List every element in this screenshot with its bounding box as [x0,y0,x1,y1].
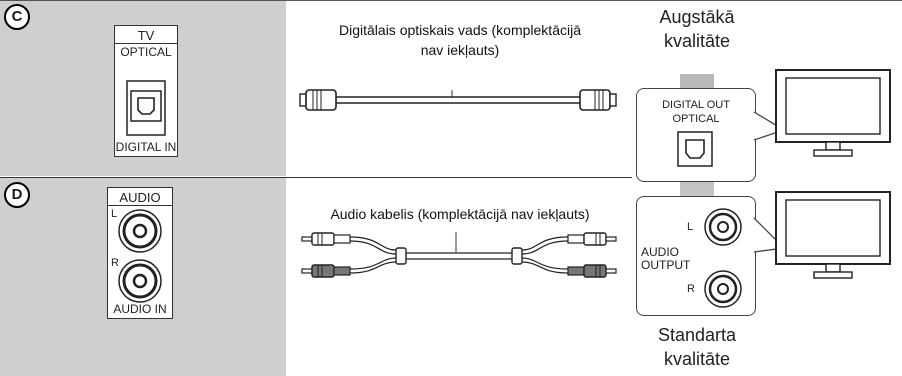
optical-cable-caption-line1: Digitālais optiskais vads (komplektācijā [339,22,581,38]
audio-cable-caption: Audio kabelis (komplektācijā nav iekļaut… [330,206,590,222]
standard-quality-label-line2: kvalitāte [663,349,731,369]
audio-in-label: AUDIO IN [113,302,167,316]
audio-label-underline [108,205,172,206]
standard-quality-label-line1: Standarta [657,325,737,345]
row-divider [0,177,632,178]
optical-out-label: OPTICAL [672,113,720,125]
source-audio-out-panel: L AUDIO OUTPUT R [636,196,756,316]
audio-r-label: R [111,257,119,269]
audio-cable-icon [301,232,617,278]
tv-audio-jack-panel: AUDIO L R AUDIO IN [107,187,173,319]
row-d-marker: D [4,182,30,208]
audio-l-label: L [111,208,118,220]
audio-out-r-label: R [687,283,695,295]
tv-optical-jack-panel: TV OPTICAL DIGITAL IN [114,25,178,157]
digital-out-label: DIGITAL OUT [662,99,730,111]
top-divider [0,0,902,1]
digital-in-label: DIGITAL IN [115,140,177,154]
audio-out-r-port-icon [704,270,742,308]
audio-l-port-icon [118,209,162,253]
source-optical-out-panel: DIGITAL OUT OPTICAL [636,88,756,182]
tv-icon-top [775,69,891,157]
high-quality-label-line2: kvalitāte [663,31,731,51]
tv-icon-bottom [775,191,891,279]
audio-out-l-label: L [687,221,694,233]
audio-output-label-line1: AUDIO [641,245,680,259]
optical-out-port-icon [677,131,713,167]
tv-label-underline [115,43,177,44]
optical-cable-icon [299,89,617,111]
audio-label: AUDIO [119,190,161,205]
optical-cable-caption-line2: nav iekļauts) [420,42,500,58]
audio-out-l-port-icon [704,208,742,246]
audio-r-port-icon [118,259,162,303]
high-quality-label-line1: Augstākā [659,7,735,27]
audio-output-label-line2: OUTPUT [641,258,691,272]
optical-port-icon [126,80,166,136]
tv-label: TV [137,28,155,43]
row-c-marker: C [4,4,30,30]
optical-label: OPTICAL [120,45,172,59]
